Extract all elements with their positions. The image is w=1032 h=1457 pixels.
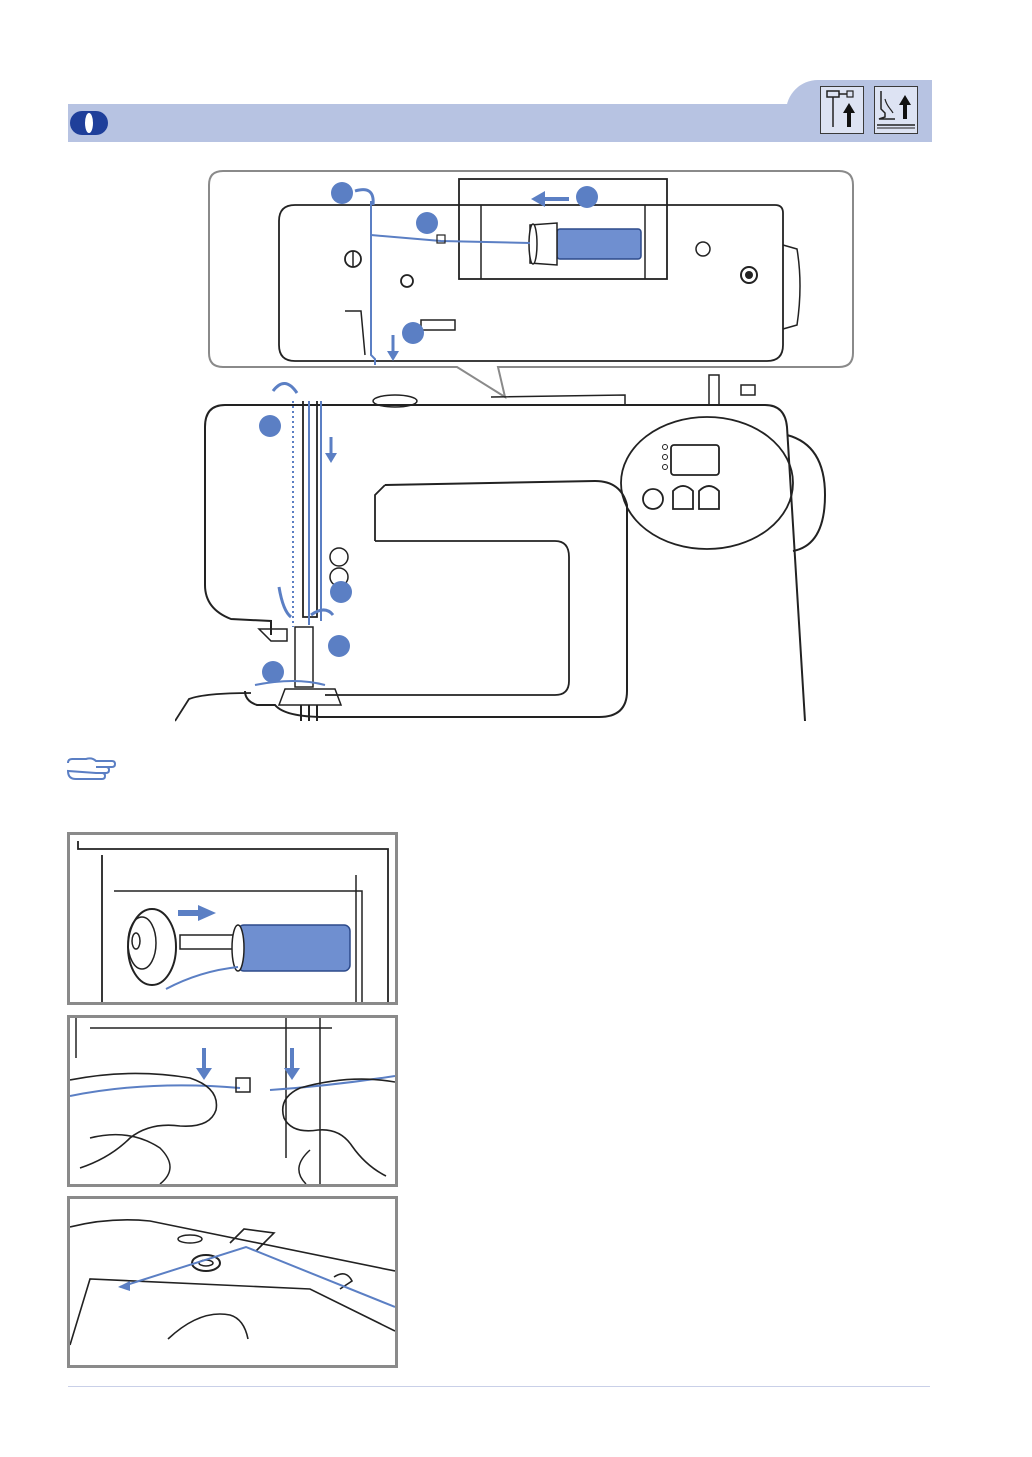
presser-foot-up-icon xyxy=(874,86,918,134)
needle-up-icon xyxy=(820,86,864,134)
machine-front-body xyxy=(175,375,825,721)
footer-divider xyxy=(68,1386,930,1387)
section-step-badge-icon xyxy=(70,111,108,135)
thread-guide-inset xyxy=(67,1015,398,1187)
pointing-hand-icon xyxy=(66,755,116,781)
spool-cap-inset xyxy=(67,832,398,1005)
top-view-callout xyxy=(209,171,853,397)
upper-threading-illustration xyxy=(175,165,865,725)
bobbin-tension-inset xyxy=(67,1196,398,1368)
